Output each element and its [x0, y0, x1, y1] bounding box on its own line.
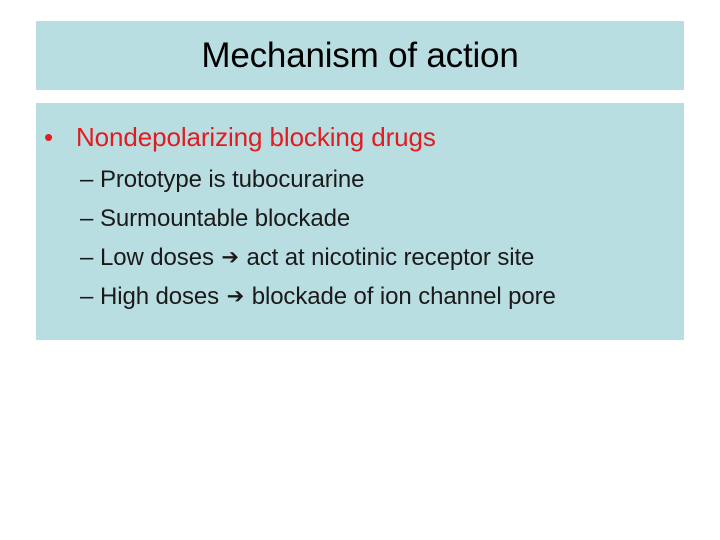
- text-before-arrow: High doses: [100, 283, 226, 310]
- bullet-dash-icon: –: [80, 205, 94, 232]
- arrow-right-icon: ➔: [221, 245, 239, 269]
- text-before-arrow: Prototype is tubocurarine: [100, 166, 365, 193]
- text-after-arrow: blockade of ion channel pore: [245, 283, 556, 310]
- bullet-item-high-doses: – High doses ➔ blockade of ion channel p…: [80, 280, 556, 314]
- content-band: • Nondepolarizing blocking drugs – Proto…: [36, 103, 684, 340]
- bullet-text-high-doses: High doses ➔ blockade of ion channel por…: [100, 280, 556, 314]
- bullet-item-low-doses: – Low doses ➔ act at nicotinic receptor …: [80, 241, 534, 275]
- bullet-item-surmountable: – Surmountable blockade: [80, 202, 352, 235]
- bullet-item-prototype: – Prototype is tubocurarine: [80, 163, 366, 196]
- title-band: Mechanism of action: [36, 21, 684, 90]
- bullet-dot-icon: •: [44, 122, 54, 152]
- text-before-arrow: Surmountable blockade: [100, 205, 351, 232]
- bullet-dash-icon: –: [80, 166, 94, 193]
- bullet-text-surmountable: Surmountable blockade: [100, 202, 352, 235]
- text-before-arrow: Low doses: [100, 244, 221, 271]
- page-title: Mechanism of action: [201, 36, 519, 75]
- bullet-item-level1: • Nondepolarizing blocking drugs: [44, 120, 436, 154]
- bullet-dash-icon: –: [80, 244, 94, 271]
- text-after-arrow: act at nicotinic receptor site: [239, 244, 535, 271]
- bullet-text-low-doses: Low doses ➔ act at nicotinic receptor si…: [100, 241, 534, 275]
- bullet-text-prototype: Prototype is tubocurarine: [100, 163, 366, 196]
- bullet-text-nondepolarizing: Nondepolarizing blocking drugs: [76, 122, 436, 152]
- arrow-right-icon: ➔: [226, 284, 245, 308]
- bullet-dash-icon: –: [80, 283, 94, 310]
